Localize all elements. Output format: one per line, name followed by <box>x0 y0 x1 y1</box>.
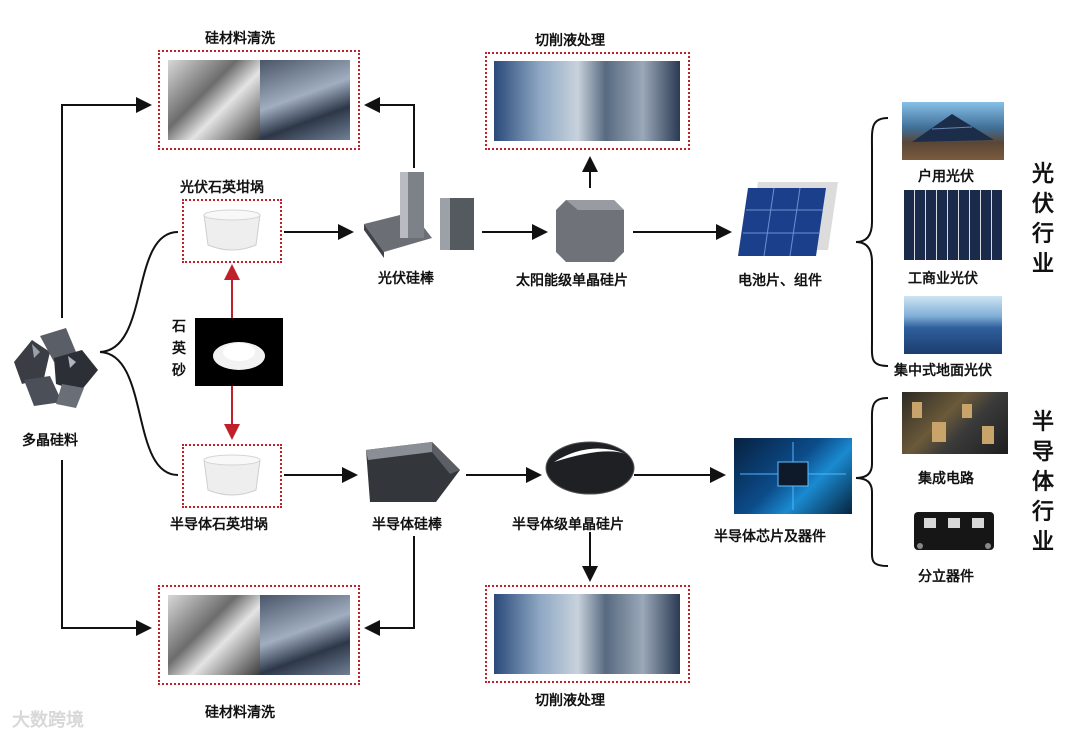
solar-cell-image <box>736 178 840 258</box>
pv-industry-title: 光伏行业 <box>1031 162 1054 277</box>
commercial-pv-image <box>904 190 1002 260</box>
ic-label: 集成电路 <box>918 471 974 487</box>
semi-crucible-image <box>203 454 261 496</box>
semi-rod-image <box>362 440 464 508</box>
polysilicon-label: 多晶硅料 <box>22 433 78 449</box>
cutting-top-label: 切削液处理 <box>535 33 605 49</box>
quartz-sand-label: 石英砂 <box>172 319 186 379</box>
cutting-bottom-label: 切削液处理 <box>535 693 605 709</box>
arrow-pvrod-to-clean <box>364 97 415 168</box>
household-pv-label: 户用光伏 <box>918 169 974 185</box>
arrow-poly-to-pv-crucible <box>99 231 179 353</box>
semi-crucible-label: 半导体石英坩埚 <box>170 517 268 533</box>
cell-module-label: 电池片、组件 <box>738 273 822 289</box>
cleaning-machine-image <box>260 60 350 140</box>
cleaning-machine-image-2 <box>260 595 350 675</box>
polysilicon-image <box>10 322 102 410</box>
pv-rod-image <box>358 168 482 260</box>
arrow-poly-to-clean-top <box>61 97 152 318</box>
cleaning-bottom-label: 硅材料清洗 <box>205 705 275 721</box>
centralized-pv-image <box>904 296 1002 354</box>
semi-crucible-box <box>182 444 282 508</box>
cutting-fluid-image <box>494 61 680 141</box>
watermark: 大数跨境 <box>12 710 84 731</box>
ic-image <box>902 392 1008 454</box>
brace-pv <box>855 117 889 367</box>
semi-rod-label: 半导体硅棒 <box>372 517 442 533</box>
cutting-fluid-image-2 <box>494 594 680 674</box>
cleaning-bottom-box <box>158 585 360 685</box>
silicon-scrap-image-2 <box>168 595 260 675</box>
discrete-device-image <box>906 502 1002 560</box>
solar-wafer-label: 太阳能级单晶硅片 <box>516 273 628 289</box>
semi-wafer-label: 半导体级单晶硅片 <box>512 517 624 533</box>
household-pv-image <box>902 102 1004 160</box>
chip-image <box>734 438 852 514</box>
arrow-poly-to-semi-crucible <box>99 351 179 476</box>
discrete-device-label: 分立器件 <box>918 569 974 585</box>
commercial-pv-label: 工商业光伏 <box>908 271 978 287</box>
quartz-sand-image <box>195 318 283 386</box>
silicon-scrap-image <box>168 60 260 140</box>
solar-wafer-image <box>548 190 632 270</box>
chip-device-label: 半导体芯片及器件 <box>714 529 826 545</box>
arrow-poly-to-clean-bottom <box>61 460 152 636</box>
pv-crucible-box <box>182 199 282 263</box>
semi-industry-title: 半导体行业 <box>1031 410 1054 555</box>
semi-wafer-image <box>544 438 636 498</box>
cleaning-top-box <box>158 50 360 150</box>
centralized-pv-label: 集中式地面光伏 <box>894 363 992 379</box>
pv-crucible-label: 光伏石英坩埚 <box>180 180 264 196</box>
cutting-top-box <box>485 52 690 150</box>
pv-crucible-image <box>203 209 261 251</box>
cleaning-top-label: 硅材料清洗 <box>205 31 275 47</box>
arrow-semirod-to-clean <box>364 536 415 636</box>
pv-rod-label: 光伏硅棒 <box>378 271 434 287</box>
brace-semi <box>855 397 889 567</box>
cutting-bottom-box <box>485 585 690 683</box>
